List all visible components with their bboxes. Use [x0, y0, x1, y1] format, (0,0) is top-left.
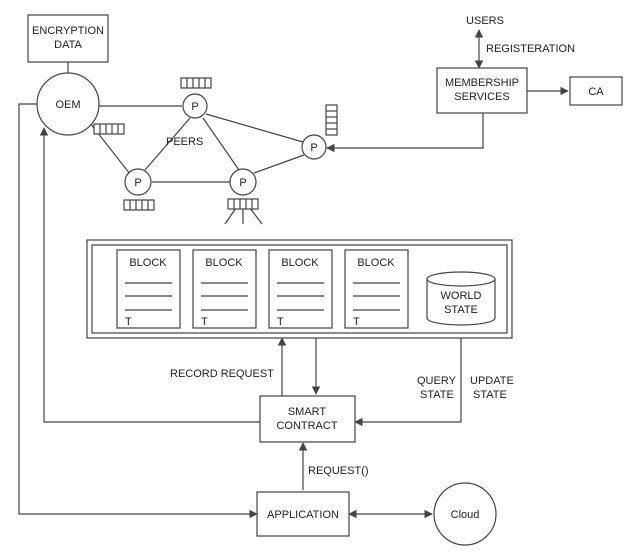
- peer-label: P: [191, 101, 198, 113]
- block-card: BLOCK T: [344, 249, 409, 329]
- update-state-label-2: STATE: [473, 389, 507, 401]
- block-footer: T: [353, 316, 360, 328]
- membership-label-1: MEMBERSHIP: [445, 77, 519, 89]
- peer-node: P: [124, 168, 152, 196]
- ledger-icon: [227, 198, 259, 210]
- oem-label: OEM: [55, 99, 80, 111]
- registration-label: REGISTERATION: [486, 43, 575, 55]
- encryption-data-label-1: ENCRYPTION: [32, 25, 104, 37]
- world-state-arrow: [354, 325, 466, 427]
- application-box: APPLICATION: [256, 491, 350, 537]
- peer-peer-link: [253, 154, 305, 174]
- world-state-label-1: WORLD: [441, 290, 482, 302]
- update-state-label-1: UPDATE: [470, 375, 514, 387]
- smart-contract-label-1: SMART: [288, 406, 327, 418]
- membership-peer-arrow: [326, 113, 484, 153]
- peer-peer-link: [144, 117, 191, 171]
- encryption-data-label-2: DATA: [54, 39, 82, 51]
- world-state-label-2: STATE: [444, 304, 478, 316]
- peer-fan-line: [224, 207, 237, 225]
- ca-label: CA: [588, 86, 604, 98]
- peer-fan-line: [249, 207, 263, 225]
- block-card: BLOCK T: [192, 249, 257, 329]
- block-label: BLOCK: [129, 257, 167, 269]
- block-card: BLOCK T: [268, 249, 333, 329]
- request-label: REQUEST(): [308, 465, 369, 477]
- peers-label: PEERS: [166, 136, 203, 148]
- ca-box: CA: [569, 76, 623, 106]
- peer-label: P: [310, 142, 317, 154]
- oem-node: OEM: [36, 72, 100, 136]
- encryption-data-box: ENCRYPTION DATA: [27, 14, 109, 63]
- smart-contract-label-2: CONTRACT: [276, 420, 337, 432]
- ledger-icon: [93, 123, 125, 135]
- peer-node: P: [182, 93, 208, 119]
- block-label: BLOCK: [281, 257, 319, 269]
- contract-oem-arrow: [39, 127, 260, 423]
- peer-peer-link: [205, 113, 304, 143]
- smart-contract-box: SMART CONTRACT: [259, 395, 356, 443]
- block-card: BLOCK T: [116, 249, 181, 329]
- peer-label: P: [239, 177, 246, 189]
- block-footer: T: [201, 316, 208, 328]
- record-request-label: RECORD REQUEST: [170, 368, 274, 380]
- peer-node: P: [229, 168, 257, 196]
- peer-node: P: [301, 134, 327, 160]
- application-label: APPLICATION: [267, 509, 339, 521]
- block-label: BLOCK: [205, 257, 243, 269]
- world-state-database: WORLD STATE: [426, 271, 496, 326]
- peer-peer-link: [202, 117, 240, 171]
- cloud-label: Cloud: [451, 509, 480, 521]
- users-label: USERS: [466, 15, 504, 27]
- query-state-label-1: QUERY: [417, 375, 457, 387]
- block-footer: T: [277, 316, 284, 328]
- membership-label-2: SERVICES: [454, 91, 509, 103]
- ledger-icon: [180, 77, 212, 89]
- membership-services-box: MEMBERSHIP SERVICES: [436, 67, 528, 114]
- peer-label: P: [134, 177, 141, 189]
- ledger-icon: [123, 199, 155, 211]
- cloud-node: Cloud: [433, 482, 497, 546]
- ledger-icon: [325, 104, 338, 136]
- block-label: BLOCK: [357, 257, 395, 269]
- oem-application-arrow: [18, 103, 258, 519]
- query-state-label-2: STATE: [420, 389, 454, 401]
- block-footer: T: [125, 316, 132, 328]
